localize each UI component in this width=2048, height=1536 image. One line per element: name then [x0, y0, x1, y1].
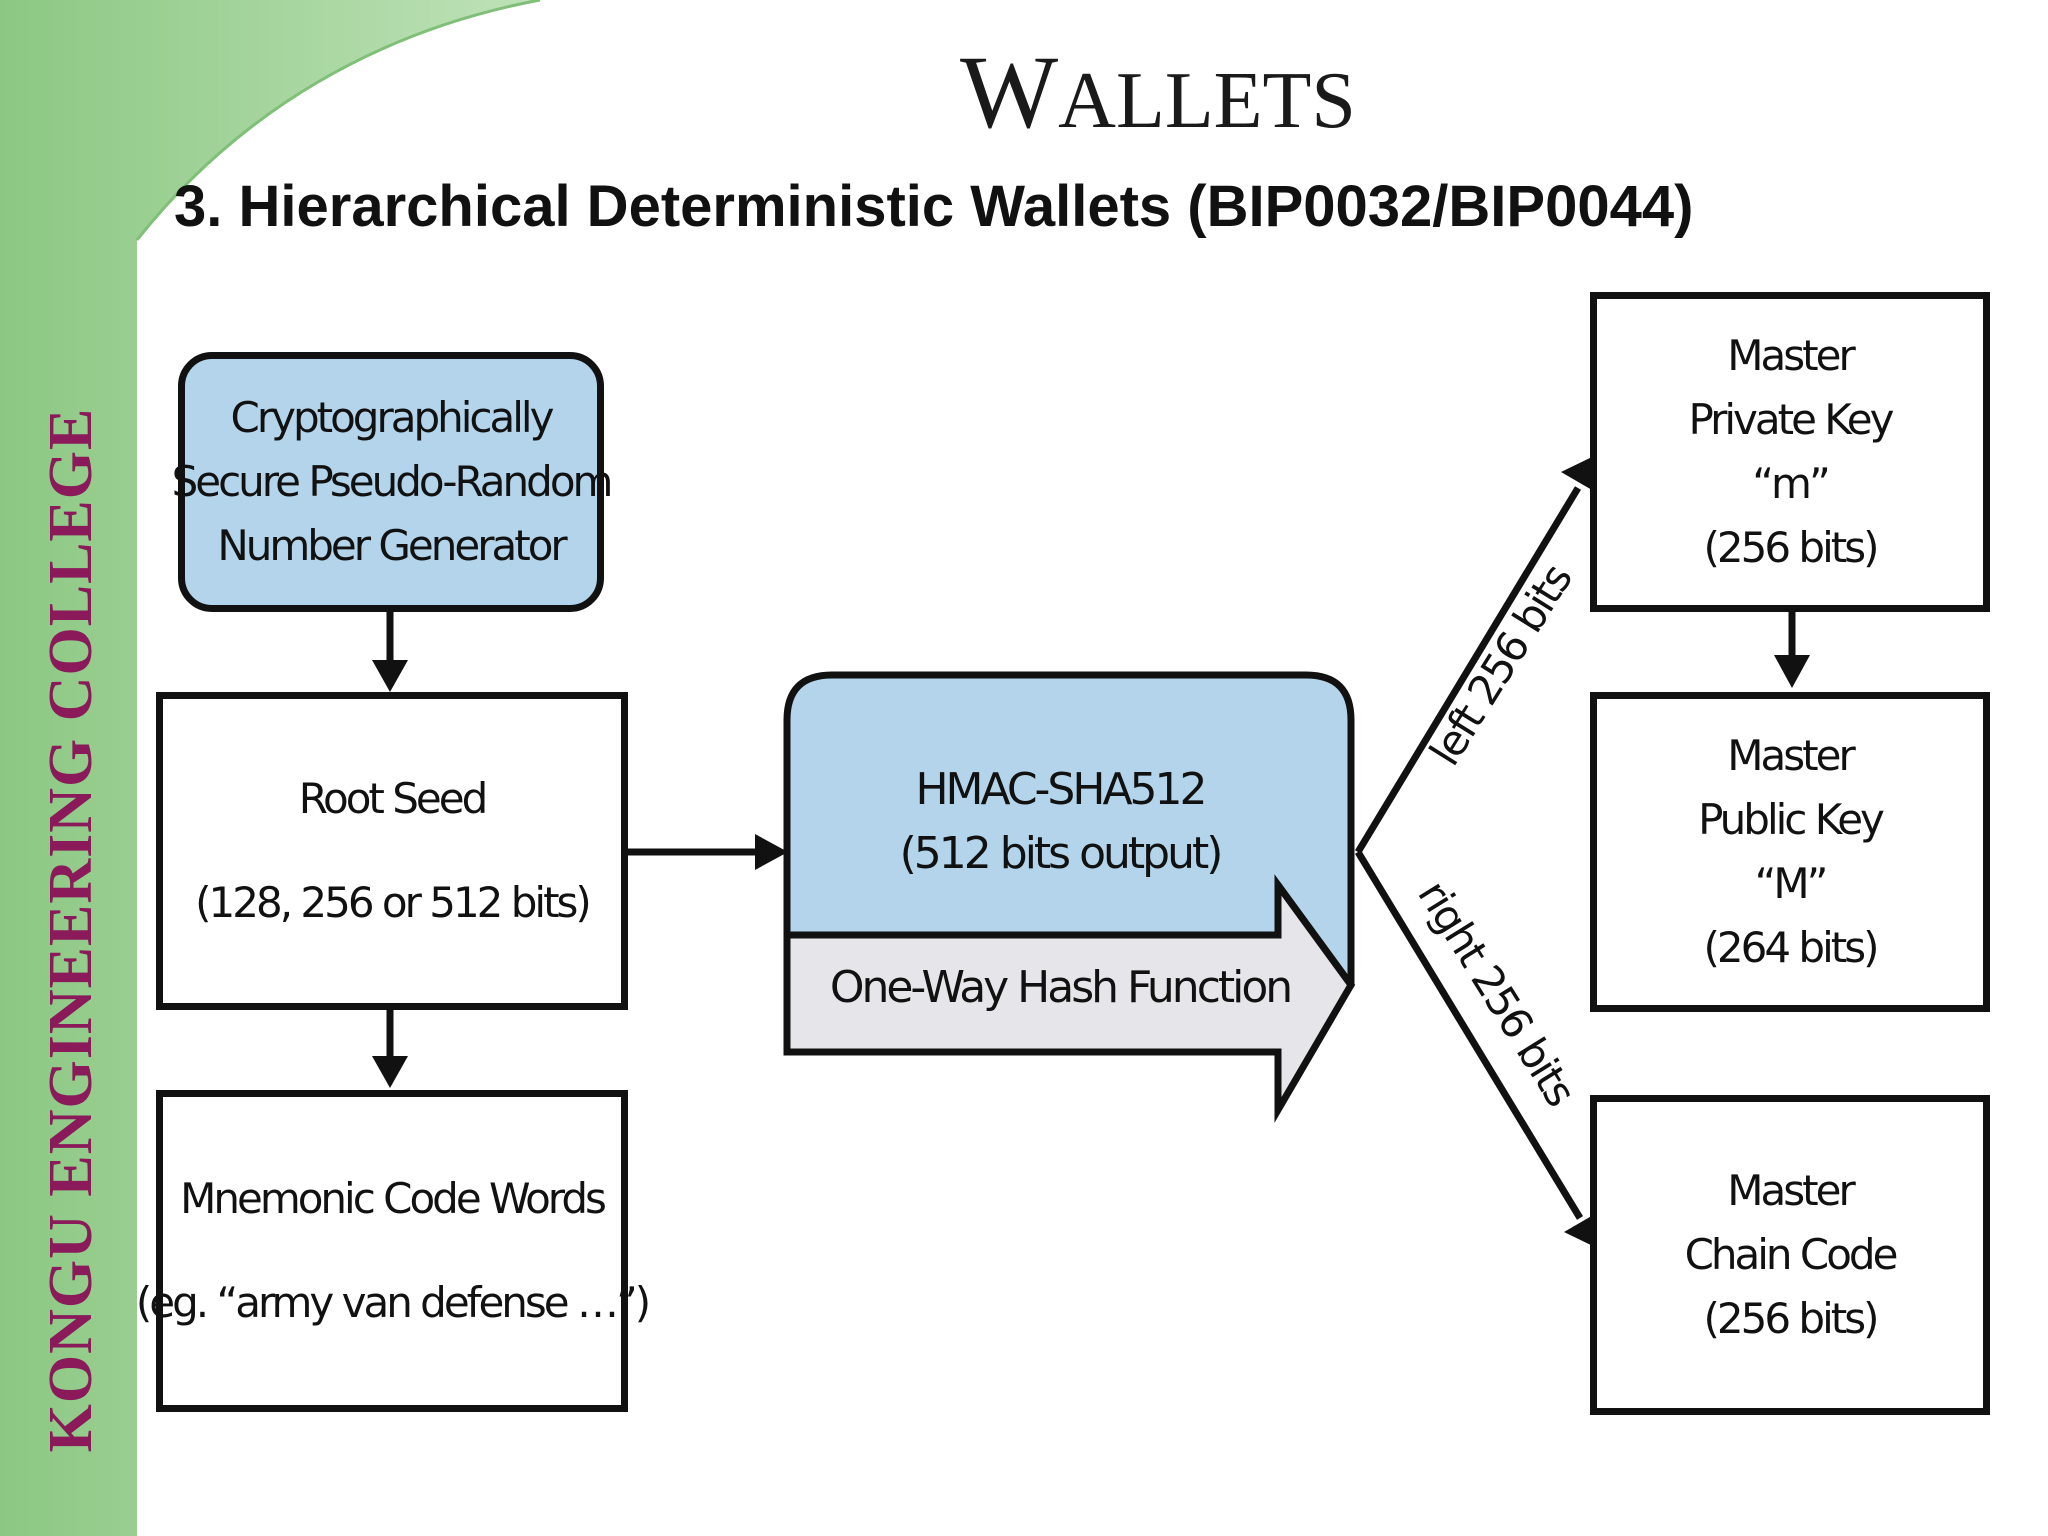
title-first-letter: W	[960, 35, 1059, 150]
arrowhead-right-bits	[1564, 1214, 1597, 1248]
master-public-key-box: Master Public Key “M” (264 bits)	[1590, 692, 1990, 1012]
arrowhead-seed-to-hmac	[755, 834, 788, 870]
master-chain-line-2: Chain Code	[1684, 1230, 1899, 1279]
root-seed-box: Root Seed (128, 256 or 512 bits)	[156, 692, 628, 1010]
arrowhead-left-bits	[1561, 456, 1594, 490]
hash-function-label: One-Way Hash Function	[829, 962, 1293, 1013]
arrowhead-csprng-to-seed	[372, 660, 408, 692]
mnemonic-box: Mnemonic Code Words (eg. “army van defen…	[136, 1090, 651, 1412]
master-chain-line-3: (256 bits)	[1703, 1294, 1880, 1343]
master-private-line-3: “m”	[1752, 459, 1830, 508]
arrowhead-seed-to-mnemonic	[372, 1056, 408, 1088]
corner-swoosh-line	[135, 0, 541, 241]
master-public-line-3: “M”	[1754, 859, 1829, 908]
master-private-line-1: Master	[1727, 331, 1855, 380]
hmac-box-shape	[783, 671, 1355, 989]
corner-swoosh	[0, 0, 540, 1536]
master-public-line-2: Public Key	[1698, 795, 1885, 844]
master-chain-line-1: Master	[1727, 1166, 1855, 1215]
mnemonic-title: Mnemonic Code Words	[180, 1174, 607, 1223]
mnemonic-example: (eg. “army van defense …”)	[135, 1278, 651, 1327]
arrow-right-bits	[1355, 850, 1583, 1220]
title-rest: ALLETS	[1058, 57, 1356, 145]
csprng-line-2: Secure Pseudo-Random	[171, 457, 614, 506]
root-seed-title: Root Seed	[298, 774, 489, 823]
hash-function-arrow	[783, 874, 1356, 1123]
master-private-key-box: Master Private Key “m” (256 bits)	[1590, 292, 1990, 612]
csprng-box: Cryptographically Secure Pseudo-Random N…	[172, 352, 613, 612]
hmac-title: HMAC-SHA512	[915, 764, 1207, 815]
hmac-label: HMAC-SHA512 (512 bits output)	[790, 758, 1330, 886]
page-title: WALLETS	[960, 38, 1356, 156]
csprng-line-1: Cryptographically	[230, 393, 555, 442]
root-seed-size: (128, 256 or 512 bits)	[195, 878, 592, 927]
arrowhead-private-to-public	[1774, 655, 1810, 688]
page-subtitle: 3. Hierarchical Deterministic Wallets (B…	[174, 174, 1694, 239]
master-public-line-4: (264 bits)	[1703, 923, 1880, 972]
master-private-line-4: (256 bits)	[1703, 523, 1880, 572]
master-chain-code-box: Master Chain Code (256 bits)	[1590, 1095, 1990, 1415]
master-public-line-1: Master	[1727, 731, 1855, 780]
master-private-line-2: Private Key	[1688, 395, 1895, 444]
csprng-line-3: Number Generator	[217, 521, 567, 570]
arrow-left-bits	[1355, 486, 1581, 854]
hmac-output: (512 bits output)	[899, 828, 1224, 879]
